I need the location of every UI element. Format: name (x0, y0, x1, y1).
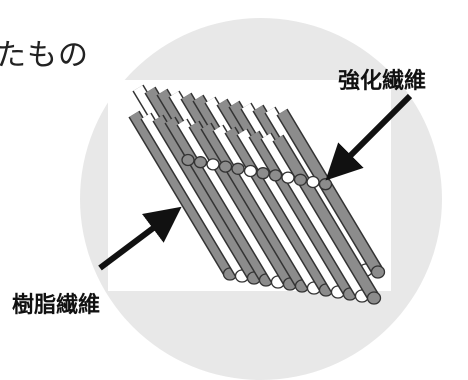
fiber-bundle-diagram (98, 84, 413, 305)
reinforcing-fiber-end (293, 173, 308, 186)
reinforcing-fiber-end (181, 153, 195, 167)
reinforcing-fiber-end (231, 162, 245, 175)
resin-fiber-arrow (98, 206, 182, 271)
reinforcing-fiber (276, 108, 386, 279)
reinforcing-fiber-arrow (325, 93, 413, 181)
figure: たもの 強化繊維 樹脂繊維 (0, 18, 442, 380)
reinforcing-fiber-end (256, 167, 270, 180)
resin-fiber (260, 132, 370, 303)
reinforcing-fiber-end (318, 178, 333, 191)
reinforcing-fiber (200, 122, 310, 293)
resin-fiber-end (243, 164, 258, 178)
resin-fiber-end (206, 158, 220, 171)
resin-fiber-end (306, 175, 320, 189)
reinforcing-fiber-label: 強化繊維 (338, 69, 427, 94)
reinforcing-fiber (272, 134, 382, 305)
resin-fiber-end (281, 171, 295, 184)
reinforcing-fiber (224, 126, 334, 297)
caption-text: たもの (0, 38, 89, 73)
resin-fiber-label: 樹脂繊維 (12, 293, 101, 318)
reinforcing-fiber-end (193, 156, 208, 169)
reinforcing-fiber-end (218, 160, 233, 173)
reinforcing-fiber-end (268, 169, 283, 182)
fiber-layer (128, 84, 386, 305)
